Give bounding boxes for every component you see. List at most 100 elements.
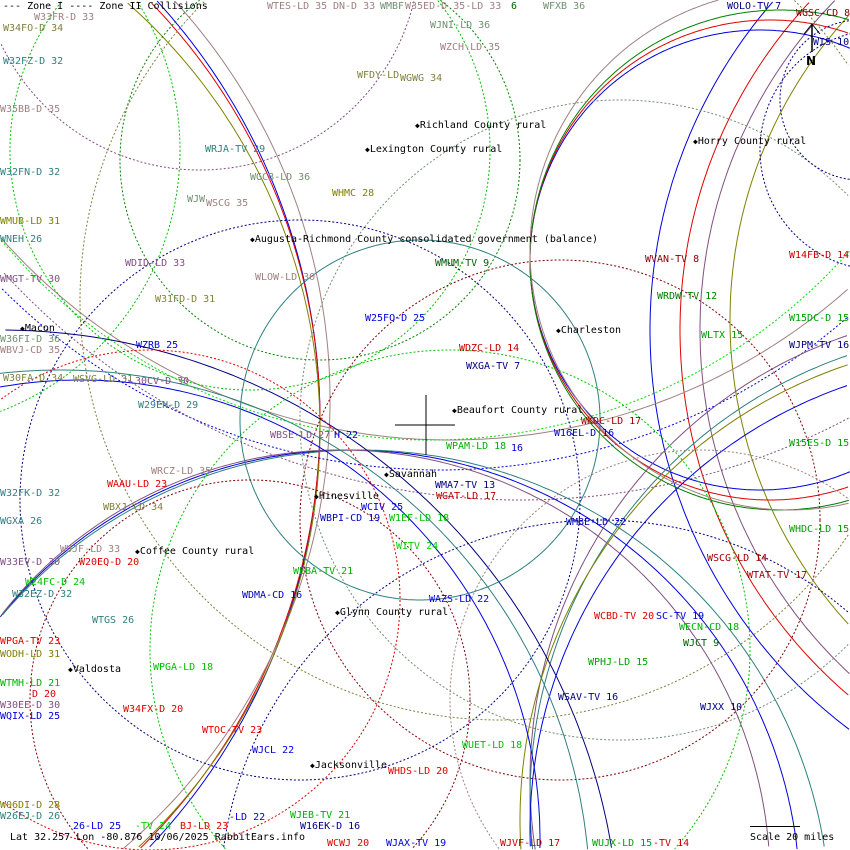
station-label[interactable]: WAZS-LD 22 <box>429 594 490 605</box>
station-label[interactable]: WOLO-TV 7 <box>727 1 782 12</box>
station-label[interactable]: WUET-LD 18 <box>462 740 523 751</box>
station-label[interactable]: W33FR-D 33 <box>34 12 95 23</box>
station-label[interactable]: W16EL-D 16 <box>554 428 615 439</box>
station-label[interactable]: WMUM-TV 9 <box>435 258 490 269</box>
station-label[interactable]: WSCG-LD 14 <box>707 553 768 564</box>
station-label[interactable]: WDZC-LD 14 <box>459 343 520 354</box>
station-label[interactable]: W15DC-D 15 <box>789 313 850 324</box>
station-label[interactable]: W31FD-D 31 <box>155 294 216 305</box>
station-label[interactable]: -TV 24 <box>135 821 172 832</box>
station-label[interactable]: BJ-LD 23 <box>180 821 229 832</box>
city-marker[interactable]: ◆Horry County rural <box>693 136 806 147</box>
station-label[interactable]: W33EV-D 30 <box>0 557 61 568</box>
station-label[interactable]: WTOC-TV 23 <box>202 725 263 736</box>
station-label[interactable]: W1EF-LD 18 <box>389 513 450 524</box>
station-label[interactable]: W35BB-D 35 <box>0 104 61 115</box>
station-label[interactable]: 6 <box>511 1 518 12</box>
station-label[interactable]: WHDS-LD 20 <box>388 766 449 777</box>
city-marker[interactable]: ◆Savannah <box>384 469 437 480</box>
station-label[interactable]: W32FN-D 32 <box>0 167 61 178</box>
station-label[interactable]: WTMH-LD 21 <box>0 678 61 689</box>
station-label[interactable]: 16 <box>511 443 524 454</box>
station-label[interactable]: WPGA-LD 18 <box>153 662 214 673</box>
station-label[interactable]: WQIX-LD 25 <box>0 711 61 722</box>
station-label[interactable]: WGAT-LD 17 <box>436 491 497 502</box>
station-label[interactable]: WIS 10 <box>813 37 850 48</box>
station-label[interactable]: WCWJ 20 <box>327 838 370 849</box>
station-label[interactable]: WMGT-TV 30 <box>0 274 61 285</box>
station-label[interactable]: WDID-LD 33 <box>125 258 186 269</box>
city-marker[interactable]: ◆Augusta-Richmond County consolidated go… <box>250 234 598 245</box>
station-label[interactable]: W29EN-D 29 <box>138 400 199 411</box>
station-label[interactable]: WGSC-CD 8 <box>796 8 850 19</box>
station-label[interactable]: WMBE-LD 22 <box>566 517 627 528</box>
station-label[interactable]: W06DI-D 28 <box>0 800 61 811</box>
station-label[interactable]: WZRB 25 <box>136 340 179 351</box>
station-label[interactable]: WTES-LD 35 <box>267 1 328 12</box>
station-label[interactable]: WVAN-TV 8 <box>645 254 700 265</box>
station-label[interactable]: WUJX-LD 15 <box>592 838 653 849</box>
station-label[interactable]: WCBD-TV 20 <box>594 611 655 622</box>
station-label[interactable]: WPAM-LD 18 <box>446 441 507 452</box>
station-label[interactable]: WITV 24 <box>396 541 439 552</box>
station-label[interactable]: WRJA-TV 29 <box>205 144 266 155</box>
station-label[interactable]: WCIV 25 <box>361 502 404 513</box>
station-label[interactable]: WODH-LD 31 <box>0 649 61 660</box>
station-label[interactable]: W30EE-D 30 <box>0 700 61 711</box>
station-label[interactable]: WGWG 34 <box>400 73 443 84</box>
station-label[interactable]: WFDY-LD <box>357 70 400 81</box>
station-label[interactable]: WJEB-TV 21 <box>290 810 351 821</box>
station-label[interactable]: WMA7-TV 13 <box>435 480 496 491</box>
station-label[interactable]: WGCB-LD 36 <box>250 172 311 183</box>
station-label[interactable]: WJPM-TV 16 <box>789 340 850 351</box>
station-label[interactable]: W15ES-D 15 <box>789 438 850 449</box>
station-label[interactable]: WKDC-LD 17 <box>581 416 642 427</box>
station-label[interactable]: W36FI-D 36 <box>0 334 61 345</box>
station-label[interactable]: WBVJ-CD 35 <box>0 345 61 356</box>
station-label[interactable]: WUJF-LD 33 <box>60 544 121 555</box>
station-label[interactable]: WMUB-LD 31 <box>0 216 61 227</box>
station-label[interactable]: WRDW-TV 12 <box>657 291 718 302</box>
station-label[interactable]: WECN-CD 18 <box>679 622 740 633</box>
station-label[interactable]: WJW <box>187 194 206 205</box>
station-label[interactable]: WJCL 22 <box>252 745 295 756</box>
station-label[interactable]: WNEH 26 <box>0 234 43 245</box>
station-label[interactable]: WTAT-TV 17 <box>747 570 808 581</box>
station-label[interactable]: WGXA 26 <box>0 516 43 527</box>
city-marker[interactable]: ◆Glynn County rural <box>335 607 448 618</box>
station-label[interactable]: W32FK-D 32 <box>0 488 61 499</box>
station-label[interactable]: W14FB-D 14 <box>789 250 850 261</box>
station-label[interactable]: WJAX-TV 19 <box>386 838 447 849</box>
station-label[interactable]: W35ED-D 35-LD 33 <box>405 1 502 12</box>
station-label[interactable]: W20EQ-D 20 <box>79 557 140 568</box>
station-label[interactable]: WMBF <box>380 1 405 12</box>
city-marker[interactable]: ◆Beaufort County rural <box>452 405 583 416</box>
station-label[interactable]: WJCT 9 <box>683 638 720 649</box>
station-label[interactable]: W26EJ-D 26 <box>0 811 61 822</box>
station-label[interactable]: WEBA-TV 21 <box>293 566 354 577</box>
station-label[interactable]: WHDC-LD 15 <box>789 524 850 535</box>
station-label[interactable]: W32EZ-D 32 <box>12 589 73 600</box>
station-label[interactable]: WAAU-LD 23 <box>107 479 168 490</box>
station-label[interactable]: D 20 <box>32 689 57 700</box>
station-label[interactable]: WRCZ-LD 35 <box>151 466 212 477</box>
station-label[interactable]: W32FZ-D 32 <box>3 56 64 67</box>
city-marker[interactable]: ◆Charleston <box>556 325 621 336</box>
city-marker[interactable]: ◆Macon <box>20 323 55 334</box>
station-label[interactable]: -LD 22 <box>229 812 266 823</box>
station-label[interactable]: WXGA-TV 7 <box>466 361 521 372</box>
city-marker[interactable]: ◆Hinesville <box>314 491 379 502</box>
station-label[interactable]: W25FQ-D 25 <box>365 313 426 324</box>
station-label[interactable]: 30CV-D 30 <box>135 376 190 387</box>
station-label[interactable]: WHMC 28 <box>332 188 375 199</box>
station-label[interactable]: W34FO-D 34 <box>3 23 64 34</box>
station-label[interactable]: WPGA-TV 23 <box>0 636 61 647</box>
station-label[interactable]: WBXJ-CD 34 <box>103 502 164 513</box>
station-label[interactable]: W34FX-D 20 <box>123 704 184 715</box>
station-label[interactable]: WBPI-CD 19 <box>320 513 381 524</box>
station-label[interactable]: WBSE-LD 27 <box>270 430 331 441</box>
station-label[interactable]: DN-D 33 <box>333 1 376 12</box>
station-label[interactable]: WSAV-TV 16 <box>558 692 619 703</box>
station-label[interactable]: WDMA-CD 16 <box>242 590 303 601</box>
station-label[interactable]: W16EK-D 16 <box>300 821 361 832</box>
